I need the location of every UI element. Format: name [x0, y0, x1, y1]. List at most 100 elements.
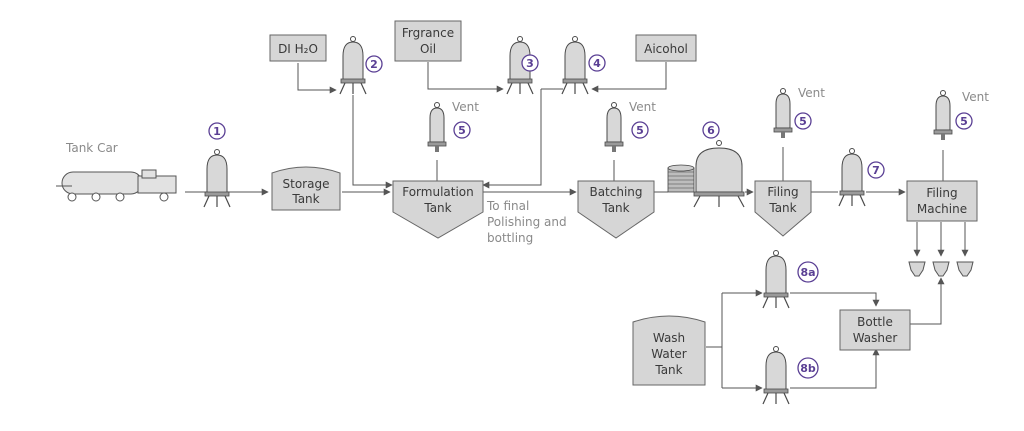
tank-car-label: Tank Car [65, 141, 118, 155]
line-dih2o-filter2 [297, 63, 337, 94]
filing-machine-label-1: Filing [926, 186, 957, 200]
batching-tank-shape [577, 180, 655, 239]
tank-car-body-icon [61, 171, 143, 195]
line-8a-washer [790, 292, 880, 307]
vent-label-1: Vent [452, 100, 479, 114]
marker-7-text: 7 [872, 164, 880, 177]
vent-filter-5a-icon [427, 102, 447, 153]
filter-8b-icon [762, 345, 790, 405]
filter-2-icon [339, 35, 367, 95]
formulation-tank: Formulation Tank [392, 180, 484, 239]
batching-tank: Batching Tank [577, 180, 655, 239]
wheel-icon [115, 192, 125, 202]
fragrance-oil-label-1: Frgrance [402, 26, 454, 40]
bottle-icon [908, 261, 926, 277]
line-alcohol-filter4 [591, 62, 667, 93]
filing-tank-label-1: Filing [767, 185, 798, 199]
di-h2o-box [269, 34, 327, 62]
marker-5c [794, 112, 812, 130]
fragrance-oil-box [394, 20, 462, 62]
line-8b-washer [790, 348, 880, 389]
batching-tank-label-2: Tank [601, 201, 629, 215]
di-h2o-label: DI H₂O [278, 42, 318, 56]
filter-6: 6 [667, 121, 745, 208]
marker-3 [521, 54, 539, 72]
bottle-washer-label-2: Washer [853, 331, 898, 345]
marker-8a-text: 8a [800, 266, 815, 279]
marker-1 [208, 122, 226, 140]
filing-machine: Filing Machine [906, 180, 978, 222]
filter-7-icon [838, 147, 866, 207]
filing-tank-label-2: Tank [768, 201, 796, 215]
line-filter2-formulation [352, 95, 393, 189]
bottle-icon [932, 261, 950, 277]
marker-5a [453, 121, 471, 139]
wheel-icon [67, 192, 77, 202]
fragrance-oil-label-2: Oil [420, 42, 436, 56]
line-washer-bottles [910, 277, 945, 325]
batching-tank-label-1: Batching [589, 185, 642, 199]
filing-tank-shape [754, 180, 812, 237]
filing-machine-box [906, 180, 978, 222]
vent-filter-5c-icon [773, 88, 793, 139]
line-oil-filter3 [427, 62, 504, 93]
marker-5b-text: 5 [636, 124, 644, 137]
wheel-icon [159, 192, 169, 202]
bottles [908, 261, 974, 277]
filing-machine-label-2: Machine [917, 202, 967, 216]
marker-5d-text: 5 [960, 115, 968, 128]
disc-stack-icon [667, 164, 695, 193]
storage-tank: Storage Tank [271, 166, 341, 211]
bottle-washer: Bottle Washer [839, 309, 911, 351]
bottle-washer-label-1: Bottle [857, 315, 893, 329]
filter-8a-icon [762, 249, 790, 309]
fragrance-oil-source: Frgrance Oil [394, 20, 462, 62]
bottle-washer-box [839, 309, 911, 351]
to-final-line-2: Polishing and [487, 215, 567, 229]
storage-tank-label-1: Storage [283, 177, 330, 191]
marker-5b [631, 121, 649, 139]
wash-water-label-1: Wash [653, 331, 685, 345]
marker-2-text: 2 [370, 58, 378, 71]
marker-1-text: 1 [213, 125, 221, 138]
marker-5a-text: 5 [458, 124, 466, 137]
filter-1-icon [203, 148, 231, 208]
formulation-tank-label-1: Formulation [402, 185, 474, 199]
alcohol-label: Aicohol [644, 42, 688, 56]
alcohol-box [635, 34, 697, 62]
storage-tank-label-2: Tank [291, 192, 319, 206]
to-final-line-3: bottling [487, 231, 533, 245]
to-final-note: To final Polishing and bottling [486, 199, 567, 245]
formulation-tank-label-2: Tank [423, 201, 451, 215]
filter-4-icon [561, 35, 589, 95]
marker-3-text: 3 [526, 57, 534, 70]
wash-water-tank: Wash Water Tank [632, 315, 706, 386]
vent-label-4: Vent [962, 90, 989, 104]
marker-5c-text: 5 [799, 115, 807, 128]
tank-car: Tank Car [56, 141, 177, 202]
bottle-icon [956, 261, 974, 277]
wheel-icon [91, 192, 101, 202]
vent-filter-5b-icon [604, 102, 624, 153]
alcohol-source: Aicohol [635, 34, 697, 62]
marker-6-text: 6 [707, 124, 715, 137]
vent-label-2: Vent [629, 100, 656, 114]
marker-4 [588, 54, 606, 72]
marker-8b-text: 8b [800, 362, 816, 375]
storage-tank-shape [271, 166, 341, 211]
vent-filter-5d-icon [933, 90, 953, 141]
vent-label-3: Vent [798, 86, 825, 100]
filter-6-housing-icon [695, 147, 743, 193]
tank-car-cab-icon [137, 175, 177, 194]
marker-7 [867, 161, 885, 179]
di-h2o-source: DI H₂O [269, 34, 327, 62]
wash-water-tank-shape [632, 315, 706, 386]
marker-6 [702, 121, 720, 139]
flow-lines [185, 62, 969, 392]
marker-8a [797, 261, 819, 283]
formulation-tank-shape [392, 180, 484, 239]
marker-5d [955, 112, 973, 130]
wash-water-label-2: Water [651, 347, 687, 361]
